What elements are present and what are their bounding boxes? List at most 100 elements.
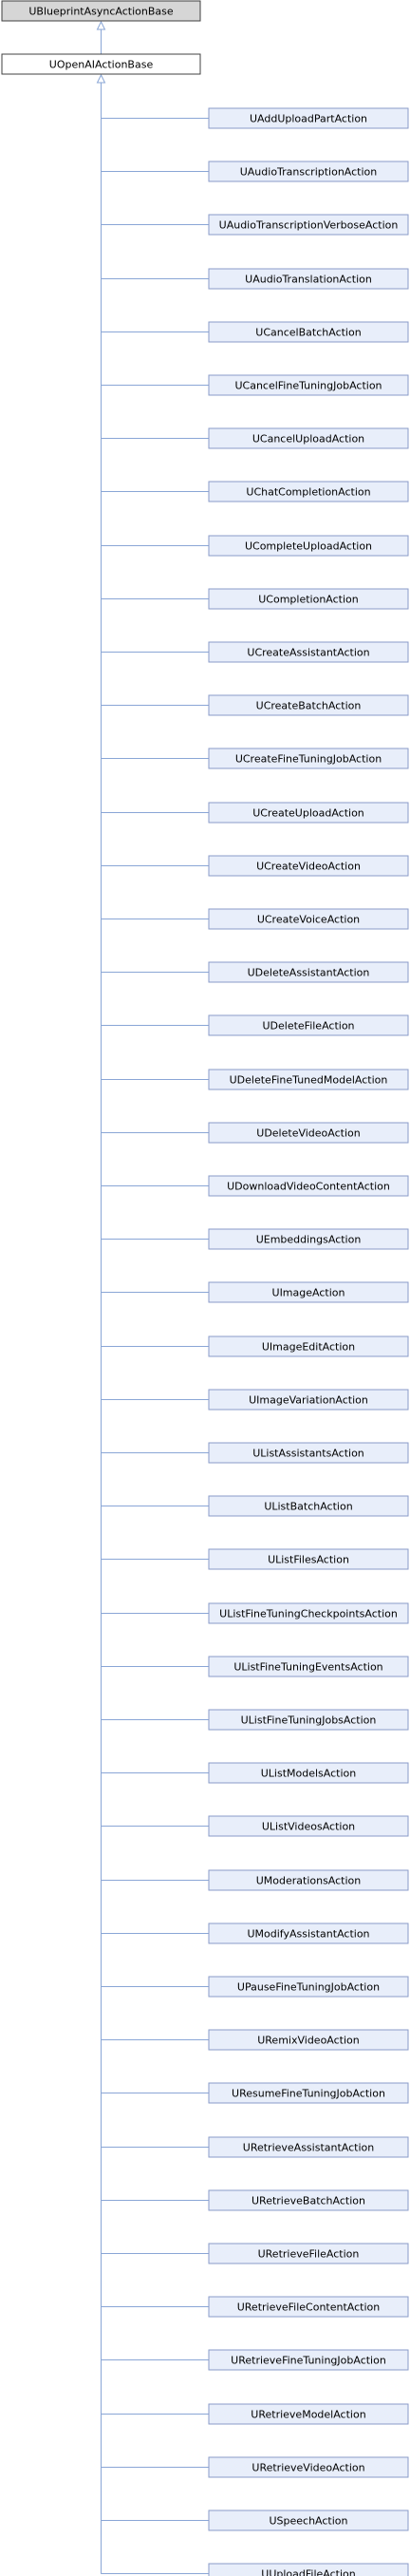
derived-class-box	[208, 1335, 409, 1357]
derived-class-node[interactable]: UDeleteFileAction	[208, 1014, 409, 1036]
derived-class-node[interactable]: UListFilesAction	[208, 1548, 409, 1570]
derived-class-box	[208, 2189, 409, 2211]
derived-class-label: UCancelFineTuningJobAction	[234, 380, 382, 392]
derived-class-node[interactable]: UCancelFineTuningJobAction	[208, 374, 409, 396]
derived-class-node[interactable]: UListFineTuningCheckpointsAction	[208, 1602, 409, 1624]
derived-class-node[interactable]: UAddUploadPartAction	[208, 107, 409, 129]
derived-class-label: UImageVariationAction	[249, 1394, 368, 1407]
derived-class-node[interactable]: URetrieveBatchAction	[208, 2189, 409, 2211]
derived-class-box	[208, 588, 409, 610]
derived-class-box	[208, 107, 409, 129]
derived-class-box	[208, 802, 409, 824]
root-class-label: UBlueprintAsyncActionBase	[28, 6, 173, 18]
derived-class-node[interactable]: UCreateFineTuningJobAction	[208, 748, 409, 769]
derived-class-node[interactable]: URetrieveFileContentAction	[208, 2296, 409, 2318]
derived-class-box	[208, 1709, 409, 1731]
derived-class-box	[208, 321, 409, 343]
derived-class-box	[208, 1815, 409, 1837]
derived-class-node[interactable]: UDeleteVideoAction	[208, 1122, 409, 1144]
derived-class-label: UCompletionAction	[258, 594, 359, 606]
derived-class-box	[208, 1495, 409, 1517]
derived-class-label: UChatCompletionAction	[246, 486, 370, 499]
derived-class-node[interactable]: UAudioTranscriptionAction	[208, 161, 409, 182]
derived-class-label: UImageAction	[272, 1287, 345, 1299]
derived-class-label: URetrieveFineTuningJobAction	[231, 2355, 386, 2367]
derived-class-label: UCancelBatchAction	[255, 327, 361, 339]
derived-class-node[interactable]: UCreateBatchAction	[208, 694, 409, 716]
derived-class-node[interactable]: UModifyAssistantAction	[208, 1923, 409, 1944]
derived-class-node[interactable]: URetrieveAssistantAction	[208, 2136, 409, 2158]
derived-class-node[interactable]: UCreateVideoAction	[208, 855, 409, 877]
derived-class-box	[208, 214, 409, 236]
derived-class-box	[208, 694, 409, 716]
derived-class-node[interactable]: URetrieveVideoAction	[208, 2456, 409, 2478]
derived-class-label: UResumeFineTuningJobAction	[232, 2088, 385, 2100]
derived-class-box	[208, 1175, 409, 1197]
derived-class-node[interactable]: UListFineTuningJobsAction	[208, 1709, 409, 1731]
derived-class-label: UAddUploadPartAction	[250, 113, 367, 125]
derived-class-node[interactable]: UModerationsAction	[208, 1869, 409, 1891]
derived-class-node[interactable]: UCancelUploadAction	[208, 427, 409, 449]
derived-class-label: UListAssistantsAction	[252, 1448, 364, 1460]
derived-class-node[interactable]: UCompleteUploadAction	[208, 535, 409, 557]
derived-class-label: UListFineTuningCheckpointsAction	[219, 1608, 398, 1620]
derived-class-box	[208, 1014, 409, 1036]
derived-class-node[interactable]: UCreateAssistantAction	[208, 641, 409, 663]
derived-class-label: UListModelsAction	[261, 1768, 357, 1780]
root-class-node[interactable]: UBlueprintAsyncActionBase	[1, 0, 201, 22]
derived-class-node[interactable]: UEmbeddingsAction	[208, 1228, 409, 1250]
derived-class-node[interactable]: UCancelBatchAction	[208, 321, 409, 343]
derived-class-node[interactable]: UPauseFineTuningJobAction	[208, 1976, 409, 1998]
derived-class-box	[208, 1281, 409, 1303]
derived-class-node[interactable]: UListFineTuningEventsAction	[208, 1656, 409, 1677]
derived-class-node[interactable]: UDeleteAssistantAction	[208, 961, 409, 983]
derived-class-node[interactable]: UListModelsAction	[208, 1762, 409, 1784]
derived-class-node[interactable]: UImageVariationAction	[208, 1389, 409, 1411]
derived-class-box	[208, 2082, 409, 2104]
derived-class-node[interactable]: UAudioTranscriptionVerboseAction	[208, 214, 409, 236]
derived-class-box	[208, 2349, 409, 2371]
derived-class-label: UCreateVoiceAction	[257, 914, 360, 926]
derived-class-node[interactable]: UResumeFineTuningJobAction	[208, 2082, 409, 2104]
base-class-node[interactable]: UOpenAIActionBase	[1, 53, 201, 75]
derived-class-node[interactable]: UDeleteFineTunedModelAction	[208, 1069, 409, 1090]
derived-class-node[interactable]: UDownloadVideoContentAction	[208, 1175, 409, 1197]
derived-class-label: UListFineTuningEventsAction	[233, 1661, 382, 1674]
derived-class-node[interactable]: UChatCompletionAction	[208, 481, 409, 502]
derived-class-box	[208, 2029, 409, 2051]
derived-class-node[interactable]: USpeechAction	[208, 2510, 409, 2531]
derived-class-node[interactable]: URemixVideoAction	[208, 2029, 409, 2051]
derived-class-label: UCancelUploadAction	[252, 433, 364, 445]
derived-class-label: URetrieveFileAction	[258, 2248, 360, 2261]
derived-class-box	[208, 427, 409, 449]
derived-class-box	[208, 161, 409, 182]
derived-class-label: UCreateFineTuningJobAction	[235, 753, 382, 766]
derived-class-node[interactable]: URetrieveFineTuningJobAction	[208, 2349, 409, 2371]
derived-class-node[interactable]: UUploadFileAction	[208, 2563, 409, 2576]
derived-class-label: UDownloadVideoContentAction	[227, 1181, 390, 1193]
derived-class-node[interactable]: UImageEditAction	[208, 1335, 409, 1357]
derived-class-box	[208, 1442, 409, 1464]
derived-class-box	[208, 535, 409, 557]
derived-class-node[interactable]: UListVideosAction	[208, 1815, 409, 1837]
derived-class-node[interactable]: UAudioTranslationAction	[208, 268, 409, 290]
derived-class-label: UListFilesAction	[268, 1554, 349, 1566]
derived-class-node[interactable]: UListAssistantsAction	[208, 1442, 409, 1464]
derived-class-label: URetrieveAssistantAction	[243, 2142, 374, 2154]
derived-class-node[interactable]: URetrieveFileAction	[208, 2243, 409, 2264]
derived-class-box	[208, 908, 409, 930]
derived-class-label: UAudioTranscriptionVerboseAction	[219, 219, 399, 232]
derived-class-node[interactable]: UCreateVoiceAction	[208, 908, 409, 930]
derived-class-node[interactable]: UImageAction	[208, 1281, 409, 1303]
derived-class-node[interactable]: URetrieveModelAction	[208, 2403, 409, 2425]
inheritance-edges	[96, 20, 209, 2574]
derived-class-label: UAudioTranscriptionAction	[240, 166, 378, 179]
derived-class-node[interactable]: UCompletionAction	[208, 588, 409, 610]
derived-class-label: URetrieveModelAction	[251, 2409, 365, 2421]
derived-class-label: UModifyAssistantAction	[247, 1928, 369, 1941]
derived-class-node[interactable]: UCreateUploadAction	[208, 802, 409, 824]
derived-class-node[interactable]: UListBatchAction	[208, 1495, 409, 1517]
derived-class-label: UDeleteFineTunedModelAction	[230, 1074, 388, 1087]
derived-class-box	[208, 2403, 409, 2425]
